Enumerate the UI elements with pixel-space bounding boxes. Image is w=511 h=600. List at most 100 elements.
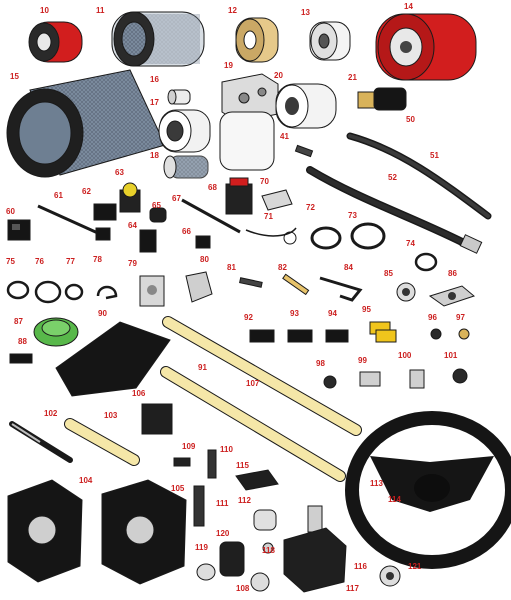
part-63-key-switch (119, 182, 141, 213)
callout-81: 81 (227, 263, 236, 272)
callout-105: 105 (171, 484, 185, 493)
callout-110: 110 (220, 445, 233, 454)
callout-101: 101 (444, 351, 458, 360)
callout-117: 117 (346, 584, 359, 593)
callout-82: 82 (278, 263, 287, 272)
callout-77: 77 (66, 257, 75, 266)
callout-76: 76 (35, 257, 44, 266)
part-95-decal-kit (369, 321, 397, 343)
callout-64: 64 (128, 221, 137, 230)
part-101-fitting (452, 368, 468, 384)
part-94-rubber-block (325, 329, 349, 343)
callout-52: 52 (388, 173, 397, 182)
callout-102: 102 (44, 409, 58, 418)
callout-50: 50 (406, 115, 415, 124)
callout-104: 104 (79, 476, 93, 485)
callout-66: 66 (182, 227, 191, 236)
callout-18: 18 (150, 151, 159, 160)
part-19-filter-head-assembly (219, 73, 279, 171)
callout-11: 11 (96, 6, 105, 15)
callout-108: 108 (236, 584, 250, 593)
callout-16: 16 (150, 75, 159, 84)
callout-72: 72 (306, 203, 315, 212)
callout-71: 71 (264, 212, 273, 221)
part-70-71-sensor (245, 189, 297, 245)
callout-119: 119 (195, 543, 208, 552)
part-118-fitting (262, 542, 274, 554)
callout-41: 41 (280, 132, 289, 141)
callout-20: 20 (274, 71, 283, 80)
part-64-switch (139, 229, 157, 253)
callout-112: 112 (238, 496, 251, 505)
part-16-sleeve (167, 89, 191, 105)
callout-90: 90 (98, 309, 107, 318)
callout-92: 92 (244, 313, 253, 322)
part-112-bushing (253, 509, 277, 531)
callout-97: 97 (456, 313, 465, 322)
part-80-elbow-fitting (185, 271, 213, 303)
callout-60: 60 (6, 207, 15, 216)
part-50-51-hydraulic-hose (346, 132, 492, 220)
part-13-spin-on-filter (309, 21, 351, 61)
part-113-steering-wheel (345, 411, 511, 569)
callout-86: 86 (448, 269, 457, 278)
part-106-cover (141, 403, 173, 435)
part-78-p-clamp (96, 285, 118, 300)
callout-99: 99 (358, 356, 367, 365)
callout-68: 68 (208, 183, 217, 192)
part-60-switch (7, 219, 31, 241)
callout-80: 80 (200, 255, 209, 264)
callout-10: 10 (40, 6, 49, 15)
part-116-117-steering-valve (283, 505, 347, 593)
callout-103: 103 (104, 411, 118, 420)
callout-113: 113 (370, 479, 383, 488)
callout-98: 98 (316, 359, 325, 368)
part-82-pin (282, 273, 310, 296)
part-17-fuel-filter (158, 109, 211, 153)
part-97-brass-plug (458, 328, 470, 340)
part-65-grommet (149, 207, 167, 223)
part-120-block (219, 541, 245, 577)
part-77-hose-clamp (64, 283, 84, 301)
part-61-wire-harness (37, 204, 111, 241)
callout-13: 13 (301, 8, 310, 17)
part-109-clip (173, 457, 191, 467)
part-100-fitting (409, 369, 425, 389)
callout-115: 115 (236, 461, 249, 470)
part-105-housing (101, 479, 187, 585)
callout-78: 78 (93, 255, 102, 264)
callout-107: 107 (246, 379, 260, 388)
callout-61: 61 (54, 191, 63, 200)
part-67-68-relay-harness (181, 177, 253, 234)
callout-114: 114 (388, 495, 401, 504)
part-21-brass-fitting (357, 87, 407, 111)
callout-65: 65 (152, 201, 161, 210)
part-11-air-filter (111, 11, 205, 67)
part-81-bolt (239, 277, 263, 288)
part-10-red-oil-filter (28, 21, 83, 63)
part-107-yellow-tube (160, 366, 346, 482)
part-98-cap (323, 375, 337, 389)
part-72-hose-clamp (310, 226, 342, 250)
part-12-tan-filter-element (235, 17, 279, 63)
callout-85: 85 (384, 269, 393, 278)
callout-17: 17 (150, 98, 159, 107)
part-93-rubber-block (287, 329, 313, 343)
callout-62: 62 (82, 187, 91, 196)
part-76-hose-clamp (34, 280, 62, 304)
callout-12: 12 (228, 6, 237, 15)
callout-21: 21 (348, 73, 357, 82)
callout-95: 95 (362, 305, 371, 314)
callout-88: 88 (18, 337, 27, 346)
part-75-hose-clamp (6, 280, 30, 300)
part-96-plug (430, 328, 442, 340)
part-84-bracket (319, 276, 363, 302)
part-41-bolt (294, 144, 314, 158)
callout-93: 93 (290, 309, 299, 318)
part-121-bearing (379, 565, 401, 587)
callout-87: 87 (14, 317, 23, 326)
part-14-hydraulic-filter-red (375, 13, 477, 81)
callout-14: 14 (404, 2, 413, 11)
callout-75: 75 (6, 257, 15, 266)
part-92-rubber-block (249, 329, 275, 343)
